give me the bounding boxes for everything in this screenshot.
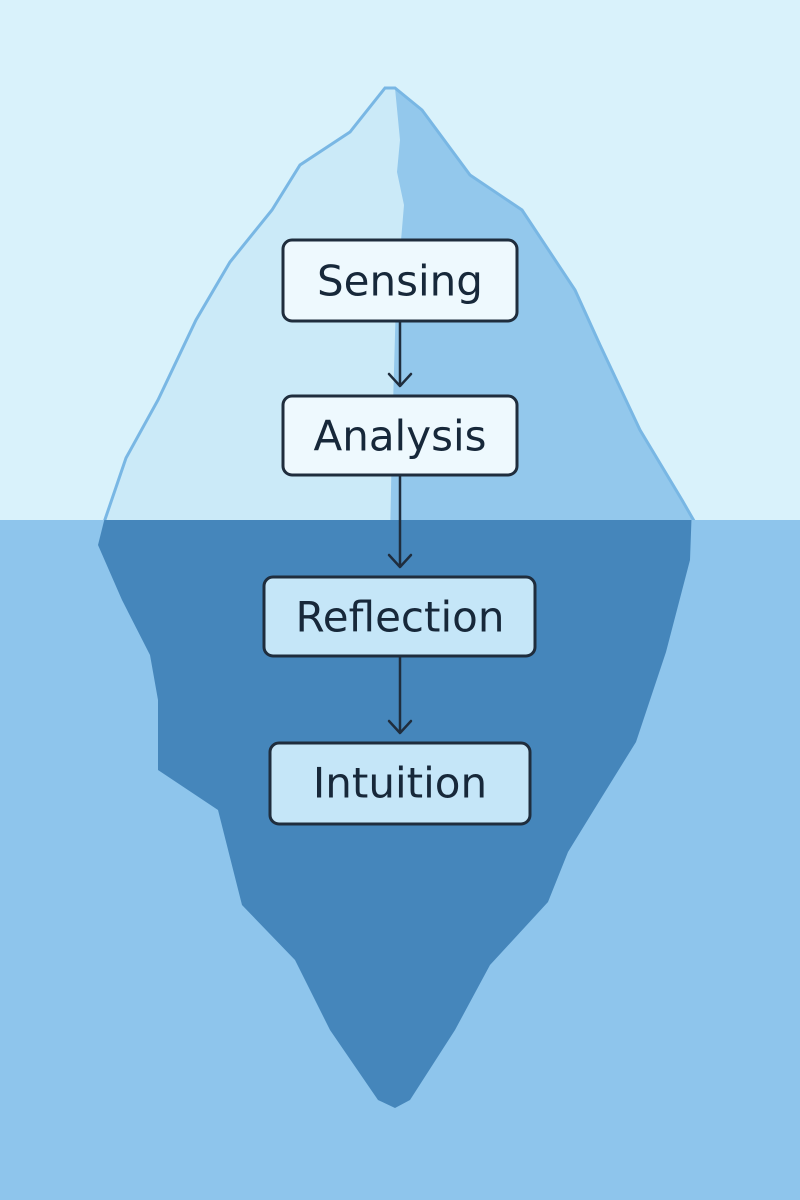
arrow-reflection-to-intuition-head [387,719,413,735]
step-intuition-box [268,741,532,826]
arrow-sensing-to-analysis-head [387,372,413,388]
arrow-reflection-to-intuition [387,656,413,735]
arrow-analysis-to-reflection-head [387,553,413,569]
arrow-analysis-to-reflection [387,475,413,569]
step-sensing-label: Sensing [317,257,483,306]
step-intuition-label: Intuition [313,759,487,808]
step-analysis-label: Analysis [313,412,486,461]
step-sensing: Sensing [281,238,519,323]
iceberg-tip-outline [103,86,696,520]
step-reflection-label: Reflection [296,593,505,642]
step-boxes: Sensing Analysis Reflection Intuition [262,238,537,826]
step-sensing-box [281,238,519,323]
flow-arrows [387,321,413,735]
arrow-sensing-to-analysis [387,321,413,388]
step-intuition: Intuition [268,741,532,826]
step-analysis: Analysis [281,394,519,477]
step-analysis-box [281,394,519,477]
step-reflection: Reflection [262,575,537,658]
step-reflection-box [262,575,537,658]
